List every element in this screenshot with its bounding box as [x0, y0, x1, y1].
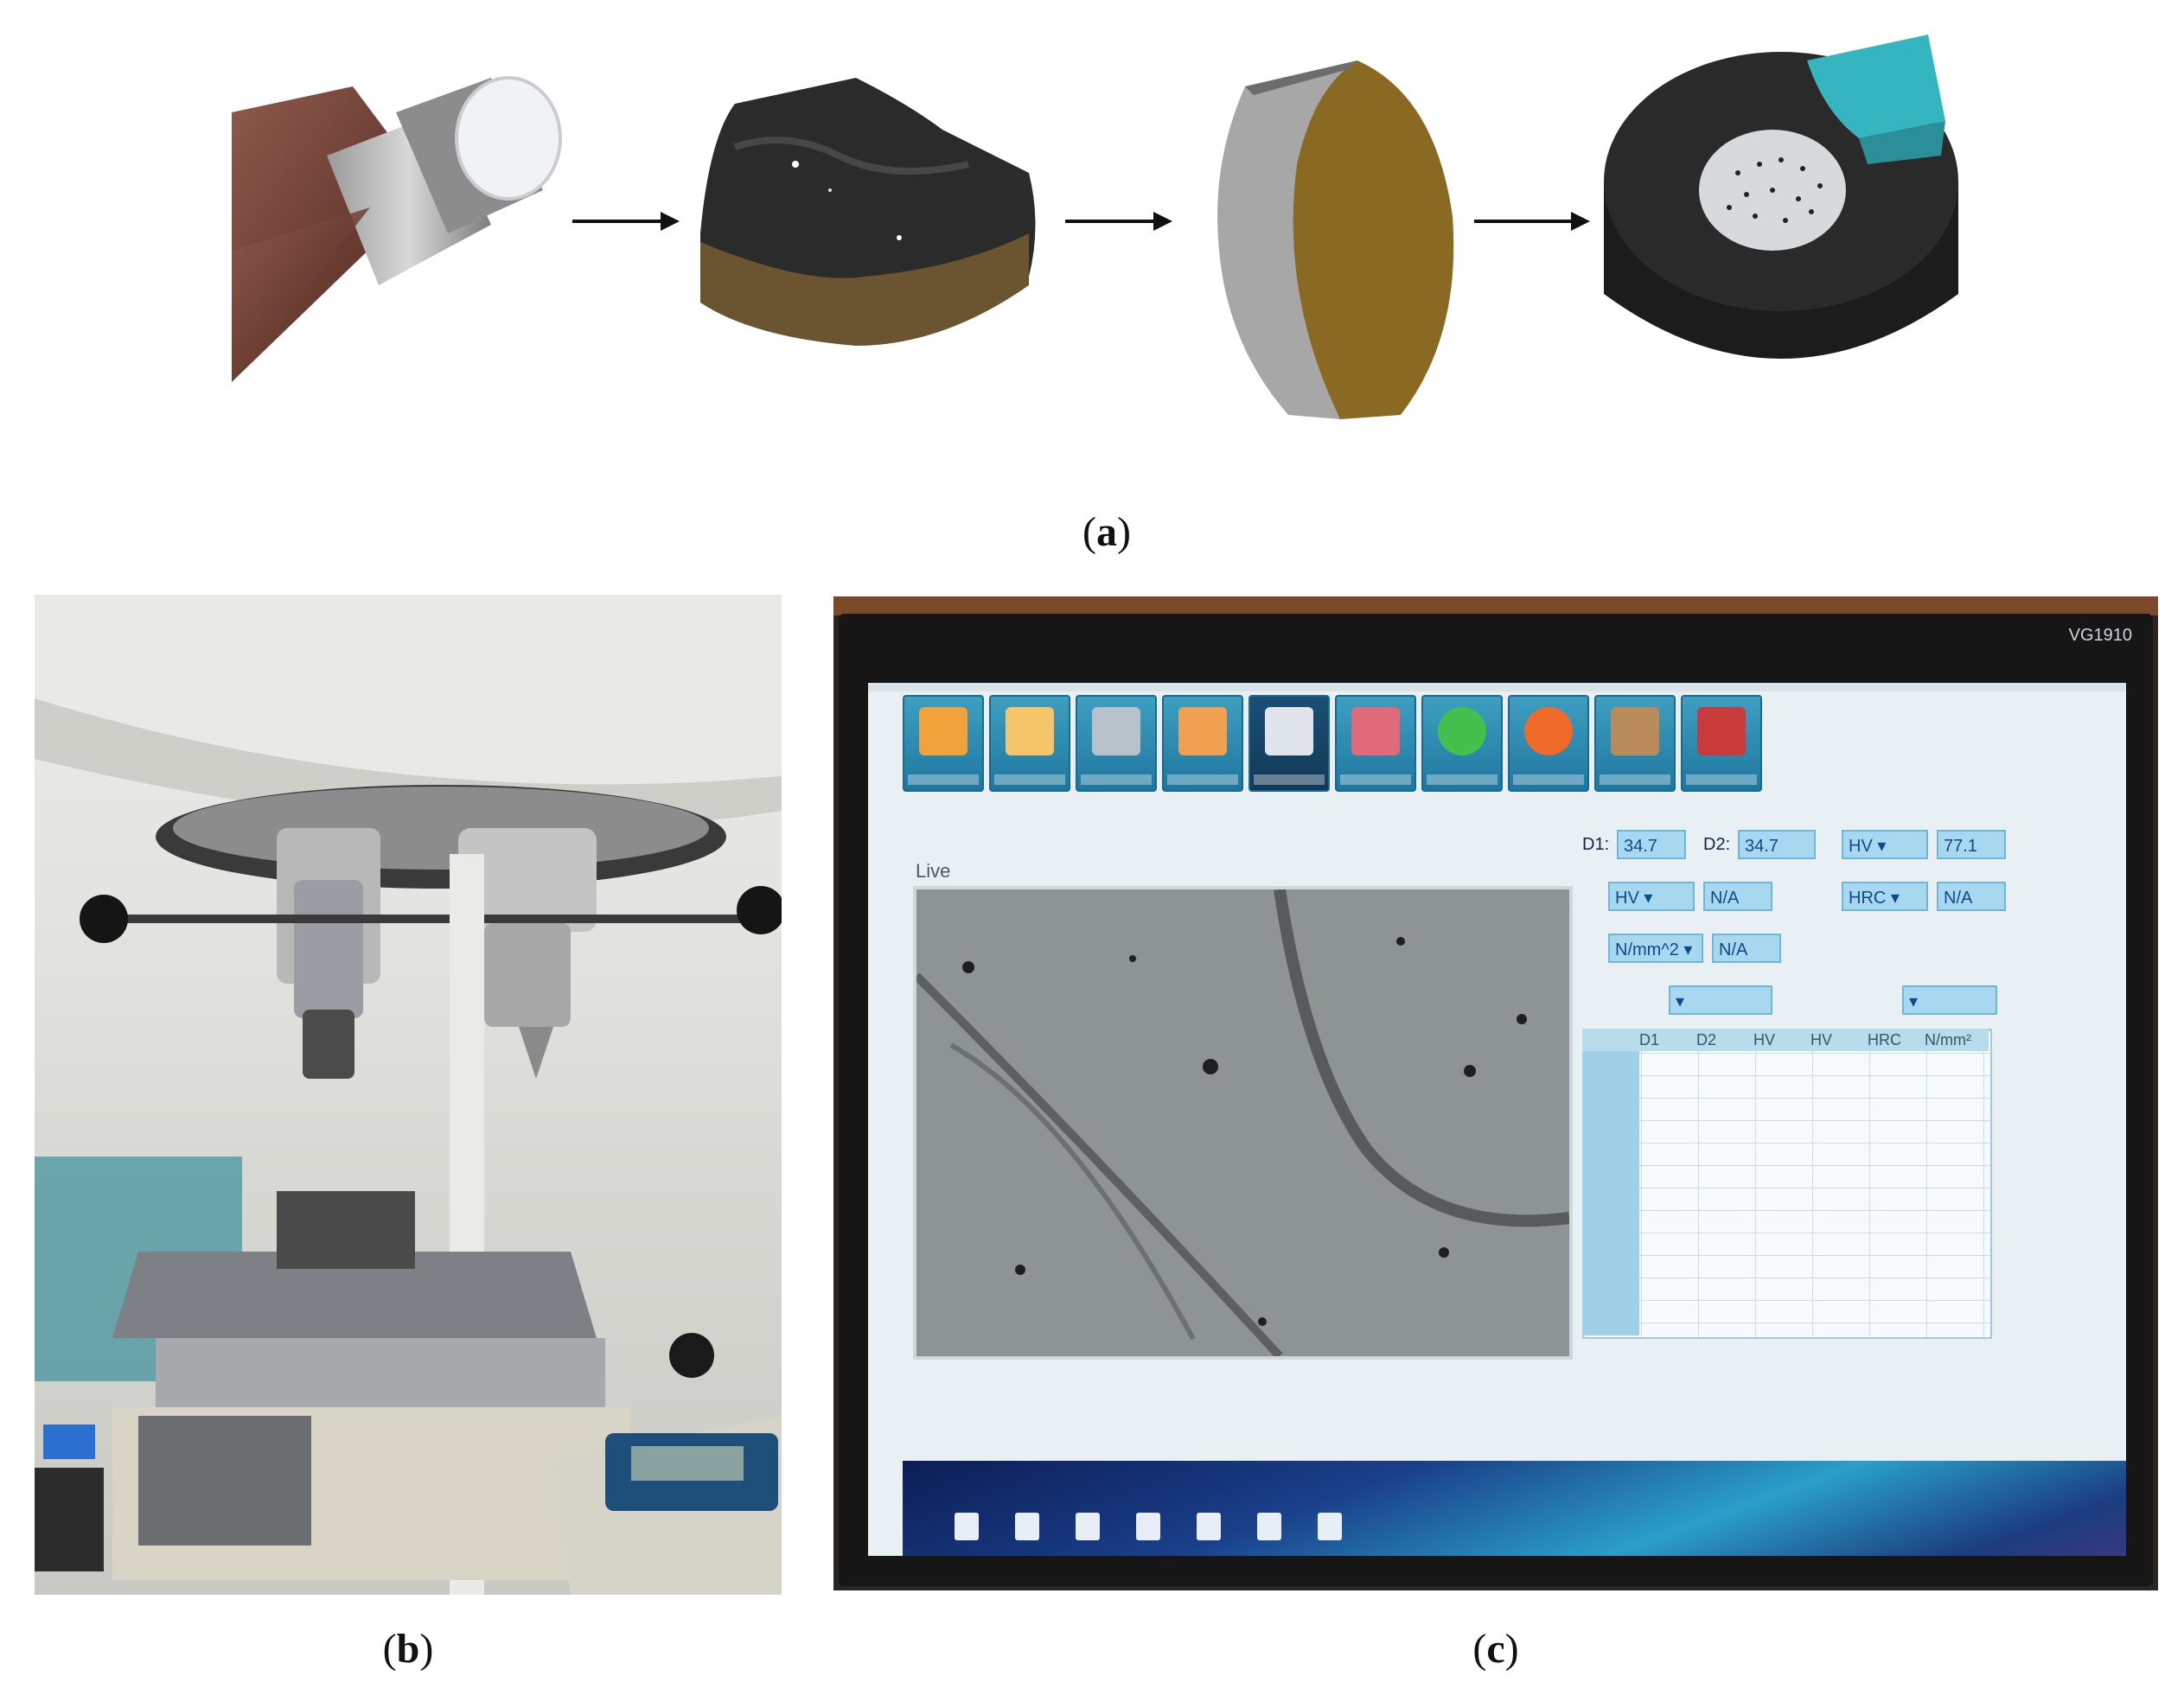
calibrate-button[interactable] — [1162, 695, 1243, 792]
disk-icon — [1006, 707, 1054, 755]
hardness-tester-photo — [35, 595, 782, 1595]
live-microscope-view — [913, 886, 1573, 1360]
col-hv2: HV — [1810, 1031, 1833, 1048]
col-d1: D1 — [1639, 1031, 1660, 1048]
monitor-photo: VG1910 Live — [833, 596, 2158, 1590]
desktop-wallpaper — [903, 1461, 2126, 1556]
measurement-panel: D1: 34.7 D2: 34.7 HV ▾ 77.1 HV ▾ N/A HRC… — [1582, 813, 2006, 1383]
crosshair-icon — [1351, 707, 1400, 755]
d1-field[interactable]: 34.7 — [1617, 830, 1686, 859]
cut-section-photo — [1193, 35, 1478, 428]
stop-button[interactable] — [1508, 695, 1589, 792]
col-nmm2: N/mm² — [1925, 1031, 1971, 1048]
results-index-column — [1582, 1029, 1639, 1335]
cylinder-rod-photo — [232, 61, 595, 382]
process-arrow — [1474, 212, 1590, 231]
scale-value-1[interactable]: N/A — [1703, 882, 1772, 911]
desktop-file-icon[interactable] — [1015, 1513, 1039, 1540]
desk-strip — [833, 596, 2158, 615]
scale-select-3[interactable]: N/mm^2 ▾ — [1608, 934, 1703, 963]
folder-icon — [919, 707, 967, 755]
scale-select-2[interactable]: HRC ▾ — [1842, 882, 1928, 911]
pencil-icon — [1611, 707, 1659, 755]
col-hrc: HRC — [1868, 1031, 1901, 1048]
document-icon — [1092, 707, 1140, 755]
scale-select-1[interactable]: HV ▾ — [1608, 882, 1695, 911]
help-button[interactable] — [1681, 695, 1762, 792]
caption-c: (c) — [1472, 1626, 1519, 1672]
desktop-file-icon[interactable] — [1257, 1513, 1281, 1540]
d2-field[interactable]: 34.7 — [1738, 830, 1816, 859]
open-image-button[interactable] — [903, 695, 984, 792]
desktop-file-icon[interactable] — [1197, 1513, 1221, 1540]
mounted-specimen-photo — [1600, 35, 1963, 415]
live-view-title: Live — [916, 860, 951, 882]
camera-icon — [1265, 707, 1313, 755]
scale-value-2[interactable]: N/A — [1937, 882, 2006, 911]
check-icon — [1438, 707, 1486, 755]
desktop-file-icon[interactable] — [1136, 1513, 1160, 1540]
caption-b: (b) — [382, 1626, 434, 1672]
objective-select[interactable]: ▾ — [1902, 985, 1997, 1015]
process-arrow — [572, 212, 680, 231]
caption-a: (a) — [1082, 509, 1131, 555]
hv-scale-select[interactable]: HV ▾ — [1842, 830, 1928, 859]
scale-value-3[interactable]: N/A — [1712, 934, 1781, 963]
ruler-tool-button[interactable] — [1594, 695, 1676, 792]
toolbar — [903, 695, 1762, 792]
books-icon — [1697, 707, 1746, 755]
software-screen: Live D1: 34.7 D2: 34.7 HV ▾ 77.1 HV — [868, 683, 2126, 1556]
save-image-button[interactable] — [989, 695, 1070, 792]
settings-button[interactable] — [1076, 695, 1157, 792]
results-table — [1582, 1029, 1992, 1339]
d1-label: D1: — [1582, 835, 1610, 854]
load-select[interactable]: ▾ — [1669, 985, 1772, 1015]
process-arrow — [1065, 212, 1172, 231]
col-hv1: HV — [1753, 1031, 1776, 1048]
hand-icon — [1524, 707, 1573, 755]
fractured-chunk-photo — [683, 61, 1046, 363]
monitor-brand: VG1910 — [2068, 626, 2132, 645]
ruler-icon — [1178, 707, 1227, 755]
desktop-file-icon[interactable] — [1318, 1513, 1342, 1540]
col-d2: D2 — [1696, 1031, 1717, 1048]
auto-measure-button[interactable] — [1335, 695, 1416, 792]
desktop-file-icon[interactable] — [1076, 1513, 1100, 1540]
title-bar — [868, 683, 2126, 692]
confirm-button[interactable] — [1421, 695, 1503, 792]
d2-label: D2: — [1703, 835, 1731, 854]
live-image-button[interactable] — [1248, 695, 1330, 792]
results-table-header: D1 D2 HV HV HRC N/mm² — [1582, 1029, 1989, 1051]
hv-value-field[interactable]: 77.1 — [1937, 830, 2006, 859]
desktop-file-icon[interactable] — [955, 1513, 979, 1540]
